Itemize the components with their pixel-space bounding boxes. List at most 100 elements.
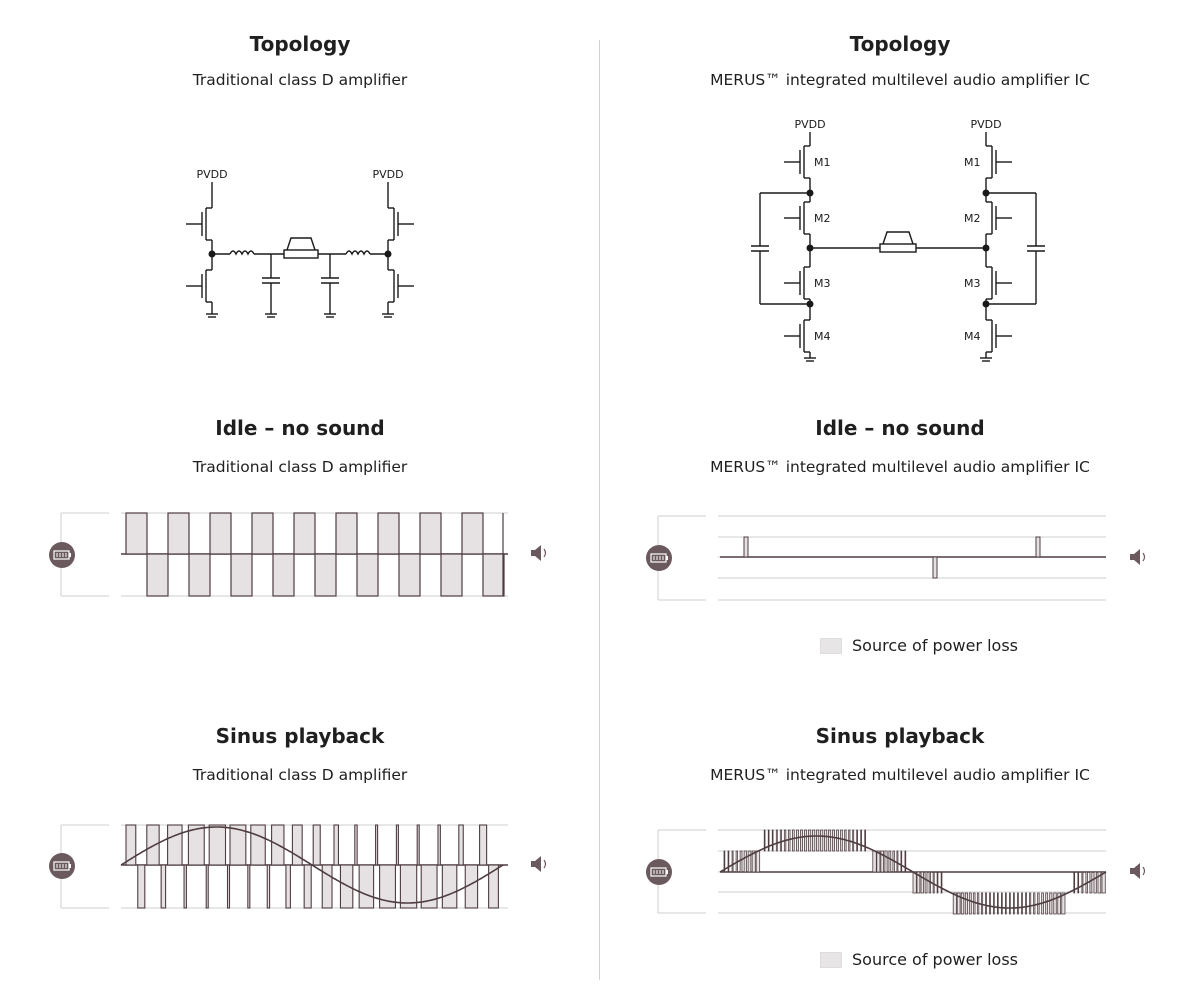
right-idle-subtitle: MERUS™ integrated multilevel audio ampli… [710, 458, 1090, 476]
pwm-pulse-low [339, 864, 354, 909]
fet-label-m4: M4 [814, 330, 831, 343]
multilevel-pulse [984, 892, 987, 915]
multilevel-pulse [872, 850, 877, 873]
battery-icon [646, 859, 672, 885]
pwm-pulse-high [375, 824, 379, 866]
waveform-frame [657, 515, 1106, 601]
multilevel-pulse [964, 892, 968, 915]
right-sinus-title: Sinus playback [815, 724, 985, 748]
speaker-icon [531, 856, 547, 872]
pwm-pulse-low [247, 864, 251, 909]
left-fet-stack [751, 132, 816, 362]
multilevel-pulse [1081, 871, 1084, 894]
pwm-pulse-low [441, 864, 458, 909]
multilevel-pulse [920, 871, 924, 894]
multilevel-pulse [932, 871, 935, 894]
pwm-pulse-high [479, 824, 488, 866]
pwm-pulse-high [333, 824, 339, 866]
multilevel-pulse [960, 892, 965, 915]
idle-spike [743, 536, 749, 558]
pwm-pulse-low [226, 864, 231, 909]
multilevel-pulse [1029, 892, 1032, 915]
multilevel-pulse [1017, 892, 1019, 915]
class-d-circuit: PVDD PVDD [186, 168, 414, 318]
fet-label-m1: M1 [814, 156, 831, 169]
left-topology-subtitle: Traditional class D amplifier [192, 71, 408, 89]
multilevel-pulse [791, 829, 795, 852]
multilevel-pulse [912, 871, 917, 894]
multilevel-pulse [779, 829, 782, 852]
pwm-waveform [121, 512, 508, 597]
pwm-pulse-low [205, 864, 209, 909]
pwm-pulse-low [266, 864, 271, 909]
pwm-pulse-high [167, 512, 190, 555]
column-divider [599, 40, 600, 980]
multilevel-pulse [940, 871, 943, 894]
fet-label-m1: M1 [964, 156, 981, 169]
pwm-pulse-high [125, 824, 137, 866]
sinus-power-loss-legend: Source of power loss [820, 950, 1018, 969]
pwm-pulse-low [399, 864, 418, 909]
multilevel-pulse [731, 850, 734, 873]
multilevel-waveform [720, 536, 1106, 579]
multilevel-pulse [775, 829, 778, 852]
pwm-pulse-low [137, 864, 146, 909]
multilevel-pulse [1013, 892, 1015, 915]
multilevel-pulse [808, 829, 812, 852]
fet-label-m2: M2 [814, 212, 831, 225]
multilevel-pulse [1033, 892, 1036, 915]
left-topology-title: Topology [249, 32, 351, 56]
pwm-pulse-low [358, 864, 375, 909]
left-idle-title: Idle – no sound [215, 416, 385, 440]
multilevel-circuit: PVDD PVDD M1 [751, 118, 1045, 362]
right-topology-title: Topology [849, 32, 951, 56]
multilevel-pulse [1053, 892, 1057, 915]
multilevel-pulse [993, 892, 995, 915]
multilevel-pulse [800, 829, 803, 852]
right-half-bridge [382, 182, 414, 318]
pwm-pulse-low [160, 864, 167, 909]
right-topology-subtitle: MERUS™ integrated multilevel audio ampli… [710, 71, 1090, 89]
pwm-pulse-high [251, 512, 274, 555]
left-pvdd-label: PVDD [794, 118, 825, 131]
pwm-waveform [120, 824, 508, 909]
pwm-pulse-high [416, 824, 420, 866]
bridge-speaker [810, 231, 986, 253]
multilevel-pulse [952, 892, 957, 915]
pwm-pulse-high [146, 824, 160, 866]
multilevel-pulse [1025, 892, 1027, 915]
battery-icon [646, 545, 672, 571]
right-sinus-panel [657, 829, 1107, 915]
pwm-pulse-low [183, 864, 187, 909]
pwm-pulse-high [209, 512, 232, 555]
power-loss-swatch [820, 951, 842, 968]
multilevel-pulse [1089, 871, 1093, 894]
right-pvdd-label: PVDD [372, 168, 403, 181]
speaker-icon [1130, 863, 1146, 879]
pwm-pulse-high [250, 824, 266, 866]
pwm-pulse-low [398, 553, 421, 597]
pwm-pulse-high [291, 824, 303, 866]
multilevel-pulse [1057, 892, 1062, 915]
multilevel-pulse [997, 892, 999, 915]
battery-icon [49, 542, 75, 568]
pwm-pulse-high [187, 824, 205, 866]
multilevel-pulse [836, 829, 839, 852]
pwm-pulse-low [356, 553, 379, 597]
left-sinus-panel [60, 824, 508, 909]
multilevel-pulse [723, 850, 726, 873]
multilevel-pulse [904, 850, 907, 873]
multilevel-pulse [1001, 892, 1003, 915]
multilevel-pulse [972, 892, 976, 915]
left-sinus-subtitle: Traditional class D amplifier [192, 766, 408, 784]
lc-filter-and-speaker [212, 237, 388, 318]
fet-label-m3: M3 [814, 277, 831, 290]
left-pvdd-label: PVDD [196, 168, 227, 181]
pwm-pulse-low [314, 553, 337, 597]
pwm-pulse-high [208, 824, 227, 866]
pwm-pulse-high [377, 512, 400, 555]
multilevel-pulse [1061, 892, 1066, 915]
multilevel-pulse [936, 871, 939, 894]
multilevel-pulse [820, 829, 824, 852]
